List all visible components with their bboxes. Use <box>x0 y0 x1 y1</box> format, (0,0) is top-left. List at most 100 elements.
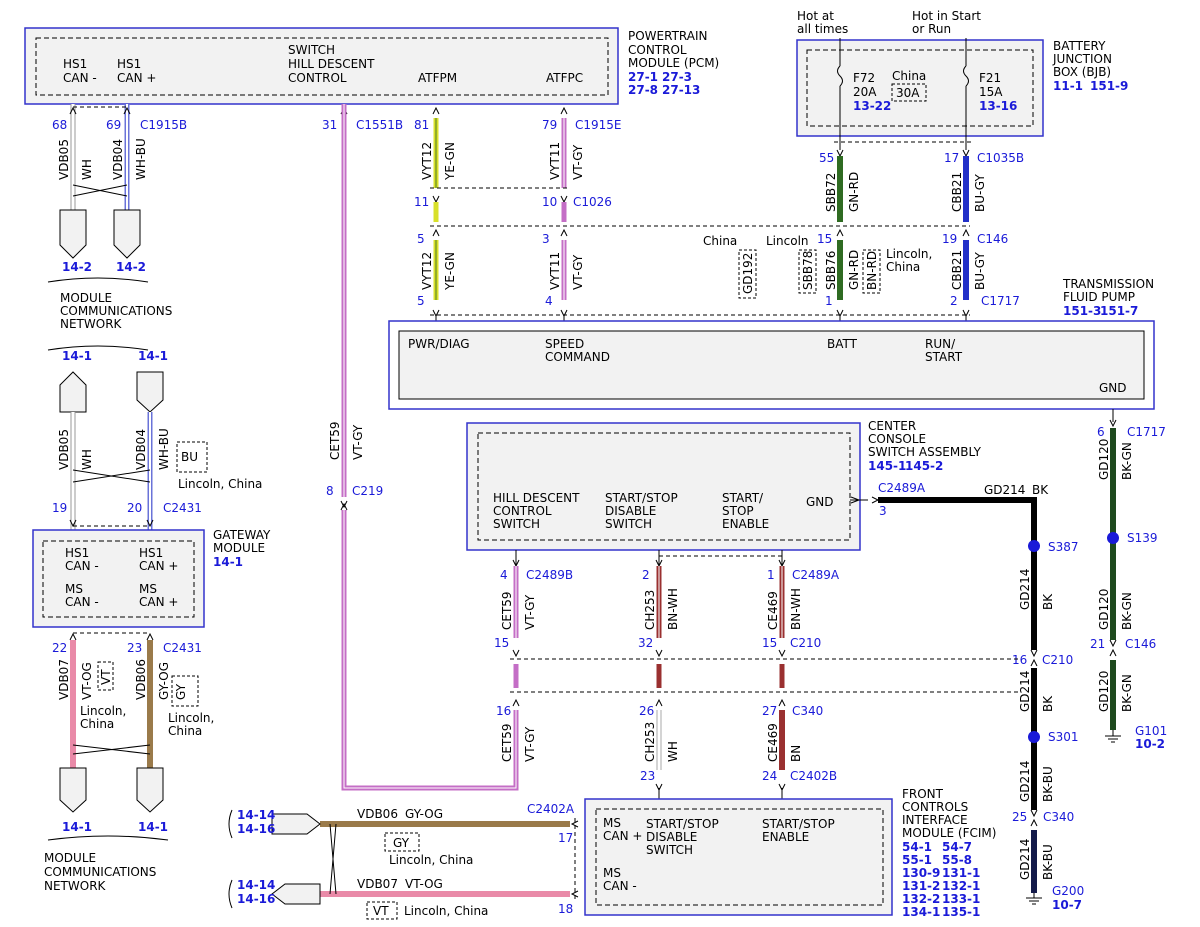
wire-ch253-code: CH253 <box>643 722 657 762</box>
pcm-module[interactable]: HS1 CAN - HS1 CAN + SWITCH HILL DESCENT … <box>24 27 619 105</box>
connector-c210[interactable]: C210 <box>1042 653 1073 667</box>
fcim-module[interactable]: MS CAN + START/STOP DISABLE SWITCH START… <box>584 798 893 916</box>
connector-c2431[interactable]: C2431 <box>163 641 202 655</box>
connector-c1915b[interactable]: C1915B <box>140 118 187 132</box>
connector-c1551b[interactable]: C1551B <box>356 118 403 132</box>
wire-gd214-color: BK <box>1032 483 1049 497</box>
pcm-ref[interactable]: 27-1 <box>628 70 658 84</box>
wire-vyt11-code: VYT11 <box>548 142 562 180</box>
connector-c2431[interactable]: C2431 <box>163 501 202 515</box>
fcim-ref[interactable]: 135-1 <box>942 905 980 919</box>
network-ref-fcim[interactable]: 14-16 <box>237 892 275 906</box>
transmission-fluid-pump[interactable]: PWR/DIAG SPEED COMMAND BATT RUN/ START G… <box>388 320 1155 410</box>
pin-24: 24 <box>762 769 777 783</box>
svg-text:MS: MS <box>65 582 83 596</box>
wire-cet59-color: VT-GY <box>523 594 537 630</box>
fcim-ref[interactable]: 54-1 <box>902 840 932 854</box>
pump-ref[interactable]: 151-7 <box>1100 304 1138 318</box>
ground-g200-ref[interactable]: 10-7 <box>1052 898 1082 912</box>
wire-gd192: GD192 <box>741 253 755 294</box>
network-ref-bottom-right[interactable]: 14-1 <box>138 820 168 834</box>
network-ref-mid-left[interactable]: 14-1 <box>62 349 92 363</box>
wire-cet59-code: CET59 <box>500 723 514 762</box>
svg-text:HILL DESCENT: HILL DESCENT <box>493 491 580 505</box>
svg-text:COMMAND: COMMAND <box>545 350 610 364</box>
gateway-title-line1: GATEWAY <box>213 528 271 542</box>
connector-c1717[interactable]: C1717 <box>1127 425 1166 439</box>
pump-ref[interactable]: 151-3 <box>1063 304 1101 318</box>
splice-s139[interactable]: S139 <box>1127 531 1158 545</box>
fcim-ref[interactable]: 54-7 <box>942 840 972 854</box>
fcim-ref[interactable]: 130-9 <box>902 866 940 880</box>
fuse-f72-ref[interactable]: 13-22 <box>853 99 891 113</box>
fuse-f21-ref[interactable]: 13-16 <box>979 99 1017 113</box>
pcm-ref[interactable]: 27-3 <box>662 70 692 84</box>
splice-s387[interactable]: S387 <box>1048 540 1079 554</box>
fcim-title-line4: MODULE (FCIM) <box>902 826 996 840</box>
connector-c2489a[interactable]: C2489A <box>792 568 840 582</box>
network-ref-fcim[interactable]: 14-16 <box>237 822 275 836</box>
network-ref-fcim[interactable]: 14-14 <box>237 878 275 892</box>
connector-c219[interactable]: C219 <box>352 484 383 498</box>
svg-text:STOP: STOP <box>722 504 754 518</box>
center-console-switch-assembly[interactable]: HILL DESCENT CONTROL SWITCH START/STOP D… <box>466 422 861 551</box>
pin-68: 68 <box>52 118 67 132</box>
svg-text:START: START <box>925 350 963 364</box>
ground-g101[interactable]: G101 <box>1135 724 1167 738</box>
connector-c1717[interactable]: C1717 <box>981 294 1020 308</box>
fcim-ref[interactable]: 133-1 <box>942 892 980 906</box>
wire-cet59-lower <box>341 510 519 791</box>
wire-ce469-color: BN-WH <box>789 588 803 630</box>
pcm-ref[interactable]: 27-13 <box>662 83 700 97</box>
bjb-module[interactable] <box>796 39 1044 137</box>
network-ref-top-right[interactable]: 14-2 <box>116 260 146 274</box>
connector-c146[interactable]: C146 <box>977 232 1008 246</box>
network-ref-mid-right[interactable]: 14-1 <box>138 349 168 363</box>
svg-text:SWITCH: SWITCH <box>605 517 652 531</box>
wire-china-note: China <box>80 717 114 731</box>
fcim-ref[interactable]: 132-1 <box>942 879 980 893</box>
gateway-ref[interactable]: 14-1 <box>213 555 243 569</box>
connector-c1026[interactable]: C1026 <box>573 195 612 209</box>
console-ref[interactable]: 145-1 <box>868 459 906 473</box>
fcim-ref[interactable]: 132-2 <box>902 892 940 906</box>
network-ref-top-left[interactable]: 14-2 <box>62 260 92 274</box>
fcim-ref[interactable]: 134-1 <box>902 905 940 919</box>
network-ref-bottom-left[interactable]: 14-1 <box>62 820 92 834</box>
svg-text:CAN -: CAN - <box>603 879 637 893</box>
fcim-ref[interactable]: 55-8 <box>942 853 972 867</box>
connector-c340[interactable]: C340 <box>1043 810 1074 824</box>
network-connector-icon <box>136 371 164 413</box>
pcm-pin-hs1-minus-line2: CAN - <box>63 71 97 85</box>
fcim-ref[interactable]: 131-1 <box>942 866 980 880</box>
console-ref[interactable]: 145-2 <box>905 459 943 473</box>
bjb-ref[interactable]: 151-9 <box>1090 79 1128 93</box>
connector-c1915e[interactable]: C1915E <box>575 118 622 132</box>
connector-c340[interactable]: C340 <box>792 704 823 718</box>
mcn-top-line2: COMMUNICATIONS <box>60 304 172 318</box>
ground-g101-ref[interactable]: 10-2 <box>1135 737 1165 751</box>
fcim-title-line3: INTERFACE <box>902 813 968 827</box>
console-title-line2: CONSOLE <box>868 432 926 446</box>
wire-lincoln-note: Lincoln, <box>168 711 214 725</box>
svg-text:GND: GND <box>1099 381 1127 395</box>
connector-c2489a[interactable]: C2489A <box>878 481 926 495</box>
gateway-module[interactable]: HS1 CAN - HS1 CAN + MS CAN - MS CAN + <box>32 529 205 628</box>
twisted-pair-icon <box>72 184 128 197</box>
ground-g200[interactable]: G200 <box>1052 884 1084 898</box>
connector-c210[interactable]: C210 <box>790 636 821 650</box>
splice-s301[interactable]: S301 <box>1048 730 1079 744</box>
pump-title-line1: TRANSMISSION <box>1062 277 1154 291</box>
connector-c2402b[interactable]: C2402B <box>790 769 837 783</box>
fcim-title-line2: CONTROLS <box>902 800 968 814</box>
wire-gd214-bkbu-color: BK-BU <box>1041 766 1055 802</box>
connector-c1035b[interactable]: C1035B <box>977 151 1024 165</box>
connector-c146[interactable]: C146 <box>1125 637 1156 651</box>
fcim-ref[interactable]: 131-2 <box>902 879 940 893</box>
pcm-ref[interactable]: 27-8 <box>628 83 658 97</box>
network-ref-fcim[interactable]: 14-14 <box>237 808 275 822</box>
connector-c2489b[interactable]: C2489B <box>526 568 573 582</box>
connector-c2402a[interactable]: C2402A <box>527 802 575 816</box>
bjb-ref[interactable]: 11-1 <box>1053 79 1083 93</box>
fcim-ref[interactable]: 55-1 <box>902 853 932 867</box>
